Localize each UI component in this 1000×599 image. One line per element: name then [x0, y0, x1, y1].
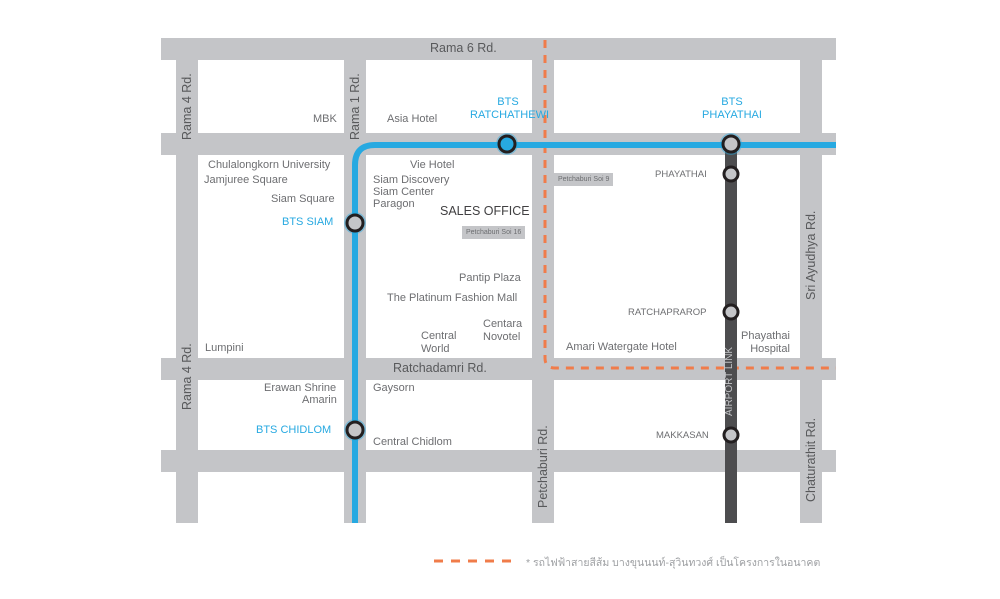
road-rama6: [161, 38, 836, 60]
landmark-vie-hotel: Vie Hotel: [410, 159, 455, 171]
landmark-siam-discovery: Siam Discovery: [373, 174, 450, 186]
road-name-petchaburi: Petchaburi Rd.: [536, 425, 550, 508]
bts-line: [352, 142, 836, 523]
station-phayathai-bts: [720, 133, 742, 155]
road-petchaburi: [532, 38, 554, 523]
road-sri-ayudhya: [800, 38, 822, 523]
landmark-gaysorn: Gaysorn: [373, 382, 415, 394]
bts-label-chidlom: BTS CHIDLOM: [256, 424, 332, 436]
station-al-phayathai: [722, 165, 740, 183]
sales-office-label: SALES OFFICE: [440, 204, 530, 218]
soi-9-label: Petchaburi Soi 9: [554, 173, 614, 186]
landmark-platinum: The Platinum Fashion Mall: [387, 292, 518, 304]
landmark-pantip: Pantip Plaza: [459, 272, 521, 284]
bts-label-ratchathewi: BTS RATCHATHEWI: [470, 96, 550, 121]
station-al-ratchaprarop: [722, 303, 740, 321]
landmark-lumpini: Lumpini: [205, 342, 244, 354]
road-name-rama4-bottom: Rama 4 Rd.: [180, 343, 194, 410]
bts-label-phayathai: BTS PHAYATHAI: [702, 96, 762, 121]
road-name-rama4-top: Rama 4 Rd.: [180, 73, 194, 140]
landmark-amari: Amari Watergate Hotel: [566, 341, 677, 353]
airport-link-label: AIRPORT LINK: [724, 346, 735, 416]
road-name-rama1: Rama 1 Rd.: [348, 73, 362, 140]
road-name-sri-ayudhya: Sri Ayudhya Rd.: [804, 210, 818, 300]
landmark-siam-center: Siam Center: [373, 186, 435, 198]
al-label-ratchaprarop: RATCHAPRAROP: [628, 307, 707, 318]
landmark-jamjuree: Jamjuree Square: [204, 174, 288, 186]
station-siam: [344, 212, 366, 234]
al-label-phayathai: PHAYATHAI: [655, 169, 707, 180]
road-ratchadamri: [161, 358, 836, 380]
landmark-paragon: Paragon: [373, 198, 415, 210]
landmark-asia-hotel: Asia Hotel: [387, 113, 438, 125]
landmark-mbk: MBK: [313, 113, 337, 125]
landmark-chula: Chulalongkorn University: [208, 159, 331, 171]
al-label-makkasan: MAKKASAN: [656, 430, 709, 441]
road-name-rama6: Rama 6 Rd.: [430, 41, 497, 55]
landmark-phayathai-hospital: Phayathai Hospital: [741, 330, 790, 355]
road-name-ratchadamri: Ratchadamri Rd.: [393, 361, 487, 375]
station-ratchathewi: [496, 133, 518, 155]
station-chidlom: [344, 419, 366, 441]
landmark-siam-square: Siam Square: [271, 193, 335, 205]
bts-label-siam: BTS SIAM: [282, 216, 334, 228]
landmark-central-chidlom: Central Chidlom: [373, 436, 452, 448]
landmark-centara: Centara Novotel: [483, 318, 523, 343]
landmark-erawan: Erawan Shrine: [264, 382, 337, 394]
soi-16-label: Petchaburi Soi 16: [462, 226, 526, 239]
legend-orange-line-note: * รถไฟฟ้าสายสีส้ม บางขุนนนท์-สุวินทวงศ์ …: [526, 557, 821, 569]
landmark-amarin: Amarin: [302, 394, 337, 406]
station-al-makkasan: [722, 426, 740, 444]
orange-line-future: [543, 40, 836, 370]
road-name-chaturathit: Chaturathit Rd.: [804, 417, 818, 502]
road-rama4: [176, 38, 198, 523]
road-bottom: [161, 450, 836, 472]
landmark-central-world: Central World: [421, 330, 457, 355]
